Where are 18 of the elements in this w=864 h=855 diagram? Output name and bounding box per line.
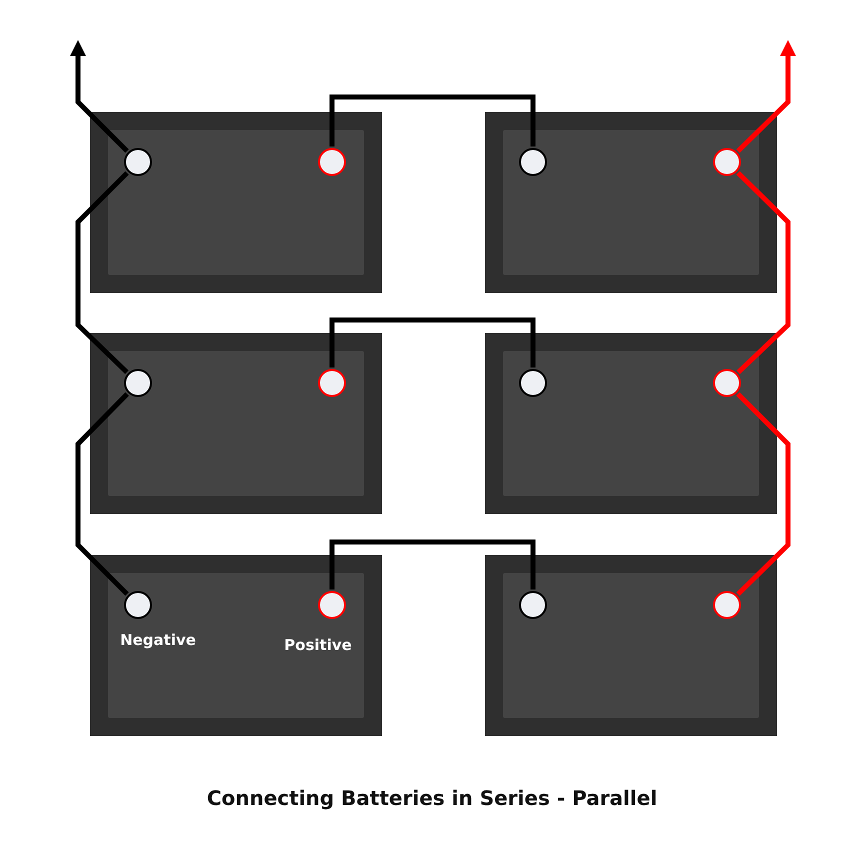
wire — [736, 171, 790, 374]
battery-box — [90, 112, 382, 293]
wire — [330, 540, 536, 590]
terminal-label: Negative — [120, 631, 196, 649]
battery-box — [485, 555, 777, 736]
wire — [330, 94, 536, 146]
wire — [736, 392, 790, 596]
wire — [736, 40, 796, 153]
wire — [330, 318, 536, 368]
diagram-title: Connecting Batteries in Series - Parallel — [206, 786, 658, 810]
battery-box — [90, 555, 382, 736]
wire — [70, 40, 129, 153]
wire — [76, 171, 129, 374]
terminal-label: Positive — [284, 636, 352, 654]
battery-box — [485, 333, 777, 514]
battery-box — [90, 333, 382, 514]
battery-box — [485, 112, 777, 293]
wire — [76, 392, 129, 596]
